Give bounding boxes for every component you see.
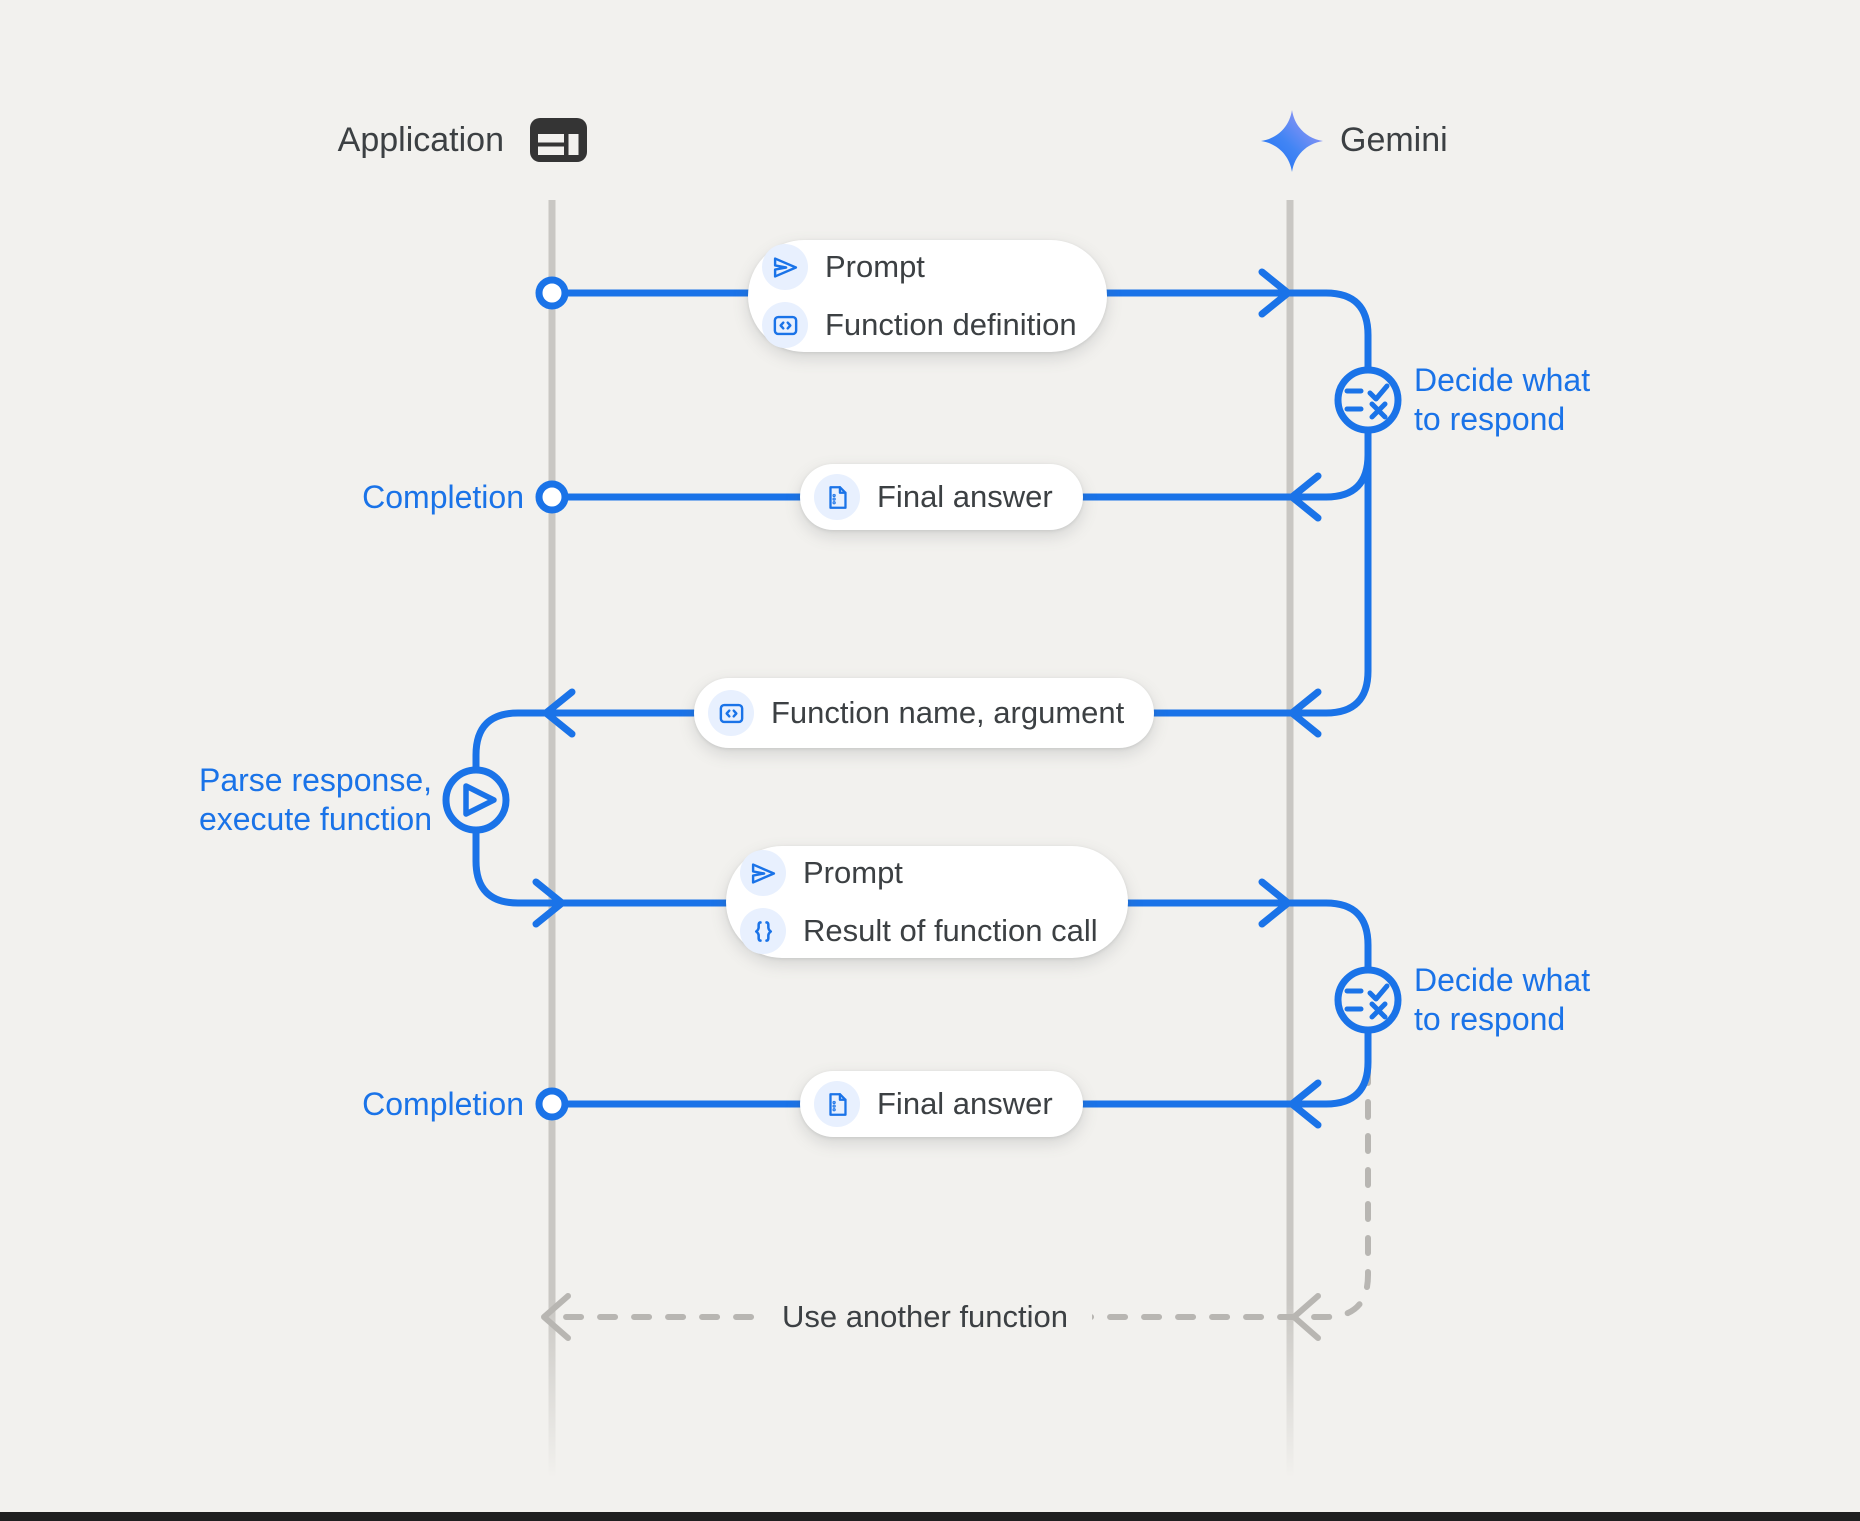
icon-chip [762,244,808,290]
bottom-edge-bar [0,1512,1860,1521]
decide-label-1: Decide what to respond [1414,361,1590,439]
decide-label-line1: Decide what [1414,962,1591,998]
arrowhead-right-prompt2-application [532,878,566,928]
use-another-function-path [541,1031,1371,1341]
use-another-function-label: Use another function [758,1294,1092,1340]
message-row: Prompt [740,850,1098,896]
actor-gemini-label: Gemini [1340,121,1448,159]
document-icon [828,1092,847,1116]
message-row: Prompt [762,244,1077,290]
final-answer1-branch [562,451,1372,501]
completion-node-1 [535,480,569,514]
icon-chip [762,302,808,348]
icon-chip [814,474,860,520]
send-icon [773,256,797,278]
message-function-call: Function name, argument [694,678,1155,748]
arrowhead-right-prompt1 [1258,268,1292,318]
rule-icon [1344,983,1390,1020]
execute-node [442,766,510,834]
send-icon [751,862,775,884]
arrowhead-left-final1 [1288,472,1322,522]
message-request2: Prompt Result of function call [726,846,1128,958]
icon-chip [708,690,754,736]
message-row: Function definition [762,302,1077,348]
actor-application-label: Application [337,121,504,159]
message-row: Final answer [814,474,1053,520]
message-label: Prompt [825,249,925,284]
code-icon [773,315,797,335]
parse-execute-label: Parse response, execute function [140,761,432,839]
message-final-answer-2: Final answer [800,1071,1083,1137]
completion-node-2 [535,1087,569,1121]
message-request1: Prompt Function definition [748,240,1107,352]
braces-icon [754,920,772,942]
parse-label-line2: execute function [198,801,432,837]
message-label: Function definition [825,307,1077,342]
app-window-icon [530,118,587,162]
arrowhead-left-final2 [1288,1079,1322,1129]
icon-chip [740,908,786,954]
gemini-sparkle-icon [1261,110,1323,172]
arrowhead-left-fncall-application [542,688,576,738]
arrowhead-left-gray-gemini [1291,1293,1321,1341]
message-final-answer-1: Final answer [800,464,1083,530]
play-icon [463,783,497,817]
decide-label-line2: to respond [1414,1001,1566,1037]
rule-icon [1344,383,1390,420]
message-row: Final answer [814,1081,1053,1127]
decide-label-line2: to respond [1414,401,1566,437]
message-label: Prompt [803,855,903,890]
decide-node-1 [1334,366,1402,434]
decide-label-line1: Decide what [1414,362,1591,398]
message-row: Result of function call [740,908,1098,954]
start-node-prompt1 [535,276,569,310]
message-label: Function name, argument [771,695,1125,730]
message-label: Result of function call [803,913,1098,948]
message-row: Function name, argument [708,690,1124,736]
arrowhead-left-fncall-gemini [1288,688,1322,738]
icon-chip [814,1081,860,1127]
arrowhead-right-prompt2-gemini [1258,878,1292,928]
decide-label-2: Decide what to respond [1414,961,1590,1039]
arrowhead-left-gray-application [541,1293,571,1341]
message-label: Final answer [877,479,1053,514]
icon-chip [740,850,786,896]
decide-node-2 [1334,966,1402,1034]
parse-label-line1: Parse response, [198,762,432,798]
completion-label-2: Completion [362,1086,524,1122]
completion-label-1: Completion [362,479,524,515]
document-icon [828,485,847,509]
code-icon [719,703,743,723]
message-label: Final answer [877,1086,1053,1121]
